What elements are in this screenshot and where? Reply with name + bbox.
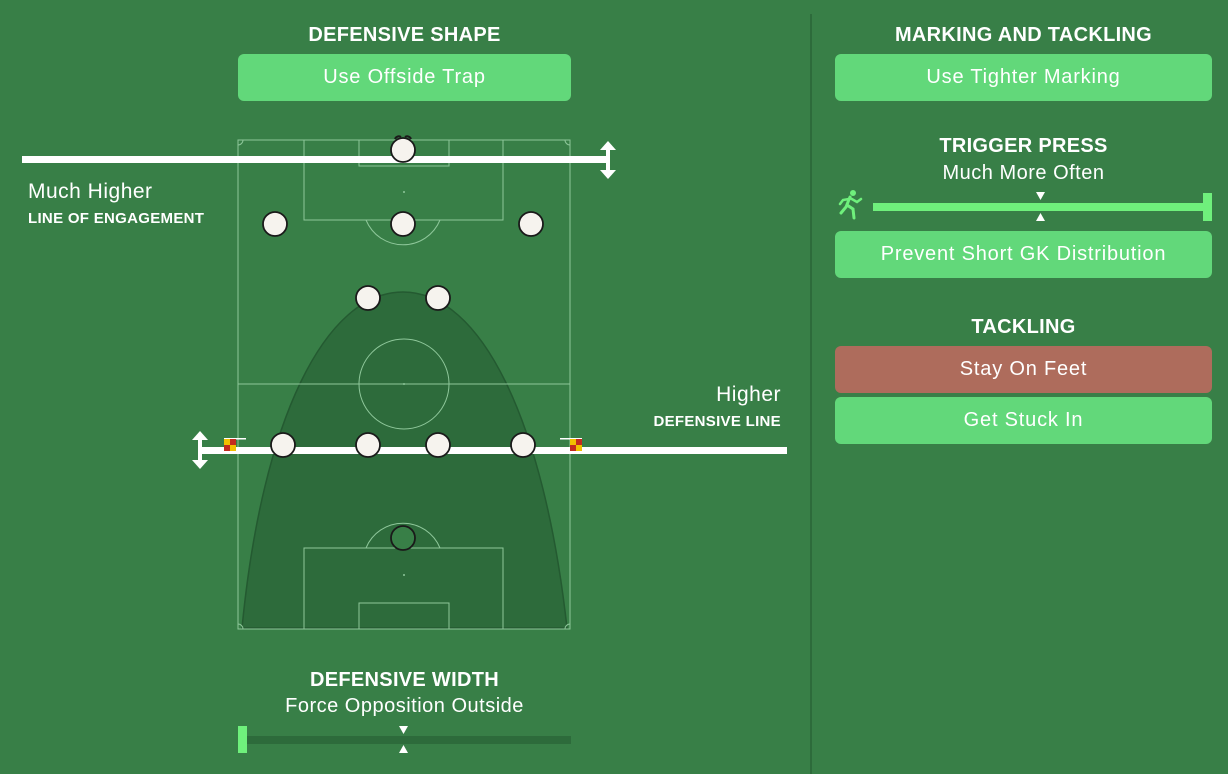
defensive-line-value: Higher xyxy=(716,383,781,406)
engagement-line xyxy=(22,156,606,163)
goalkeeper-token-icon xyxy=(390,525,416,551)
width-slider-marker-top xyxy=(399,726,408,734)
tackling-heading: TACKLING xyxy=(971,316,1076,338)
player-token-icon xyxy=(425,432,451,458)
trigger-press-value: Much More Often xyxy=(942,162,1105,184)
width-slider-end xyxy=(238,726,247,753)
panel-divider xyxy=(810,14,812,774)
get-stuck-in-button[interactable]: Get Stuck In xyxy=(835,397,1212,444)
player-token-icon xyxy=(518,211,544,237)
engagement-label: LINE OF ENGAGEMENT xyxy=(28,210,205,227)
player-token-icon xyxy=(390,211,416,237)
trigger-press-slider[interactable] xyxy=(830,188,1228,228)
offside-flag-icon xyxy=(224,438,246,451)
defensive-line-bar xyxy=(200,447,787,454)
marking-tackling-heading: MARKING AND TACKLING xyxy=(894,24,1153,46)
tighter-marking-button[interactable]: Use Tighter Marking xyxy=(835,54,1212,101)
pitch-diagram xyxy=(22,135,787,753)
player-token-icon xyxy=(270,432,296,458)
trigger-press-heading: TRIGGER PRESS xyxy=(939,135,1108,157)
stay-on-feet-button[interactable]: Stay On Feet xyxy=(835,346,1212,393)
engagement-value: Much Higher xyxy=(28,180,153,203)
running-player-icon xyxy=(838,190,863,220)
player-token-icon xyxy=(355,285,381,311)
width-slider-track xyxy=(238,736,571,744)
press-slider-end xyxy=(1203,193,1212,221)
double-arrow-icon[interactable] xyxy=(192,431,208,469)
pressing-zone xyxy=(241,291,568,629)
double-arrow-icon[interactable] xyxy=(600,141,616,179)
defensive-line-label: DEFENSIVE LINE xyxy=(653,413,781,430)
player-token-icon xyxy=(355,432,381,458)
offside-flag-icon xyxy=(560,438,582,451)
press-slider-track xyxy=(873,203,1205,211)
width-slider-marker-bottom xyxy=(399,745,408,753)
player-token-icon xyxy=(510,432,536,458)
offside-trap-button[interactable]: Use Offside Trap xyxy=(238,54,571,101)
player-token-icon xyxy=(390,137,416,163)
press-slider-marker-top xyxy=(1036,192,1045,200)
defensive-width-heading: DEFENSIVE WIDTH xyxy=(310,669,499,691)
prevent-gk-distribution-button[interactable]: Prevent Short GK Distribution xyxy=(835,231,1212,278)
press-slider-marker-bottom xyxy=(1036,213,1045,221)
player-tokens xyxy=(262,137,544,551)
defensive-width-value: Force Opposition Outside xyxy=(285,695,524,717)
player-token-icon xyxy=(425,285,451,311)
player-token-icon xyxy=(262,211,288,237)
defensive-shape-heading: DEFENSIVE SHAPE xyxy=(308,24,501,46)
